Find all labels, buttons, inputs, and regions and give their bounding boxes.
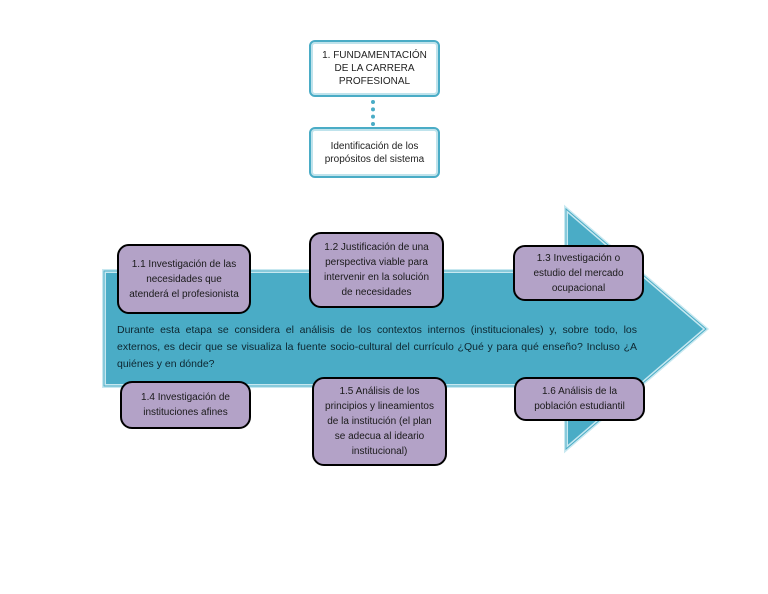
fundamentacion-box: 1. FUNDAMENTACIÓN DE LA CARRERA PROFESIO… [309,40,440,97]
step-1-1-box: 1.1 Investigación de las necesidades que… [117,244,251,314]
step-1-5-box: 1.5 Análisis de los principios y lineami… [312,377,447,466]
step-1-5-label: 1.5 Análisis de los principios y lineami… [325,386,434,457]
step-1-3-box: 1.3 Investigación o estudio del mercado … [513,245,644,301]
step-1-6-label: 1.6 Análisis de la población estudiantil [534,386,625,412]
step-1-4-box: 1.4 Investigación de instituciones afine… [120,381,251,429]
step-1-3-label: 1.3 Investigación o estudio del mercado … [533,252,624,294]
step-1-1-label: 1.1 Investigación de las necesidades que… [129,258,239,300]
step-1-6-box: 1.6 Análisis de la población estudiantil [514,377,645,421]
propositos-box: Identificación de los propósitos del sis… [309,127,440,178]
description-text: Durante esta etapa se considera el análi… [117,324,637,370]
step-1-2-label: 1.2 Justificación de una perspectiva via… [323,242,430,298]
propositos-label: Identificación de los propósitos del sis… [324,140,425,165]
step-1-4-label: 1.4 Investigación de instituciones afine… [141,392,230,418]
fundamentacion-label: 1. FUNDAMENTACIÓN DE LA CARRERA PROFESIO… [322,50,427,87]
dotted-connector [371,100,379,126]
step-1-2-box: 1.2 Justificación de una perspectiva via… [309,232,444,308]
